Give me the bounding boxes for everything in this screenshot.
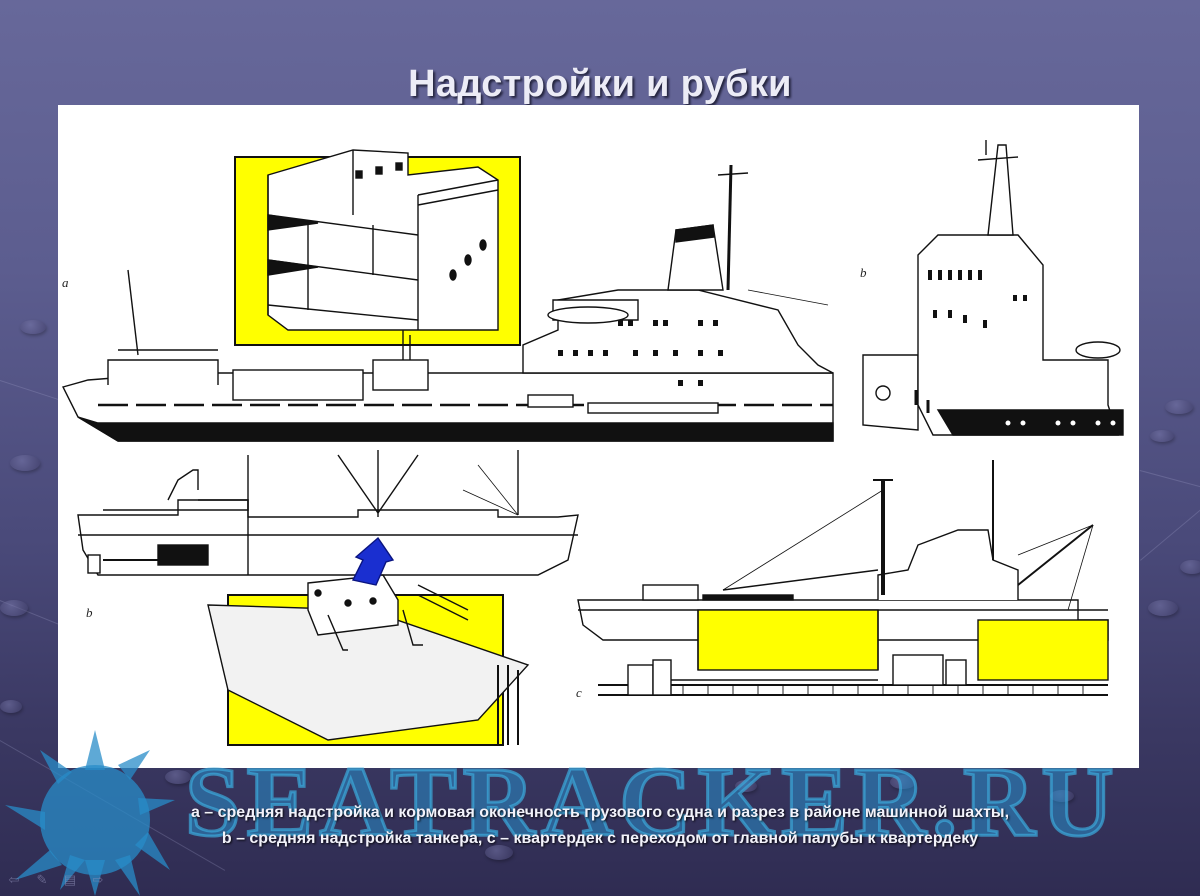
figure-label-b-profile: b [86, 605, 93, 620]
figure-label-a: a [62, 275, 69, 290]
caption-line-1: a – средняя надстройка и кормовая оконеч… [190, 804, 1010, 821]
slide-title: Надстройки и рубки [408, 63, 792, 106]
slide-menu-icon[interactable]: ▤ [63, 872, 77, 887]
caption-line-2: b – средняя надстройка танкера, c – квар… [221, 830, 979, 847]
watermark-text: SEATRACKER.RU [184, 746, 1120, 857]
figure-caption: a – средняя надстройка и кормовая оконеч… [60, 800, 1140, 852]
figure-label-c: c [576, 685, 582, 700]
ship-superstructure-figure: a b b c [58, 105, 1139, 768]
pen-tool-icon[interactable]: ✎ [36, 872, 48, 887]
figure-label-b-tanker: b [860, 265, 867, 280]
previous-slide-icon[interactable]: ⇦ [8, 872, 20, 887]
slideshow-navigation: ⇦ ✎ ▤ ⇨ [6, 872, 106, 888]
ship-drawings [61, 140, 1124, 746]
next-slide-icon[interactable]: ⇨ [92, 872, 104, 887]
